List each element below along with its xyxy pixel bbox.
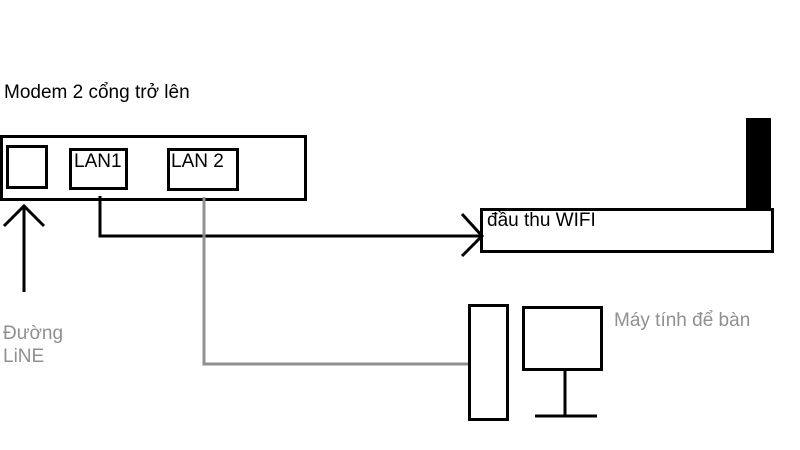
lan2-port: [167, 148, 239, 191]
lan1-port: [69, 148, 128, 190]
line-input-arrow-head: [2, 203, 46, 228]
line-label-line1: Đường: [3, 323, 64, 344]
lan1-label: LAN1: [74, 151, 122, 172]
desktop-label: Máy tính để bàn: [614, 310, 751, 331]
desktop-tower: [468, 304, 509, 421]
line-label-line2: LiNE: [3, 346, 45, 367]
lan2-label: LAN 2: [171, 151, 224, 172]
line-port: [6, 145, 48, 189]
desktop-monitor: [522, 306, 603, 371]
lan2-desktop-cable: [202, 197, 468, 366]
modem-title: Modem 2 cổng trở lên: [4, 82, 190, 103]
lan1-wifi-cable: [98, 196, 480, 238]
wifi-receiver-label: đầu thu WIFI: [487, 210, 596, 231]
wifi-antenna: [746, 118, 771, 209]
wifi-receiver-box: [480, 208, 774, 253]
modem-box: [0, 135, 307, 201]
